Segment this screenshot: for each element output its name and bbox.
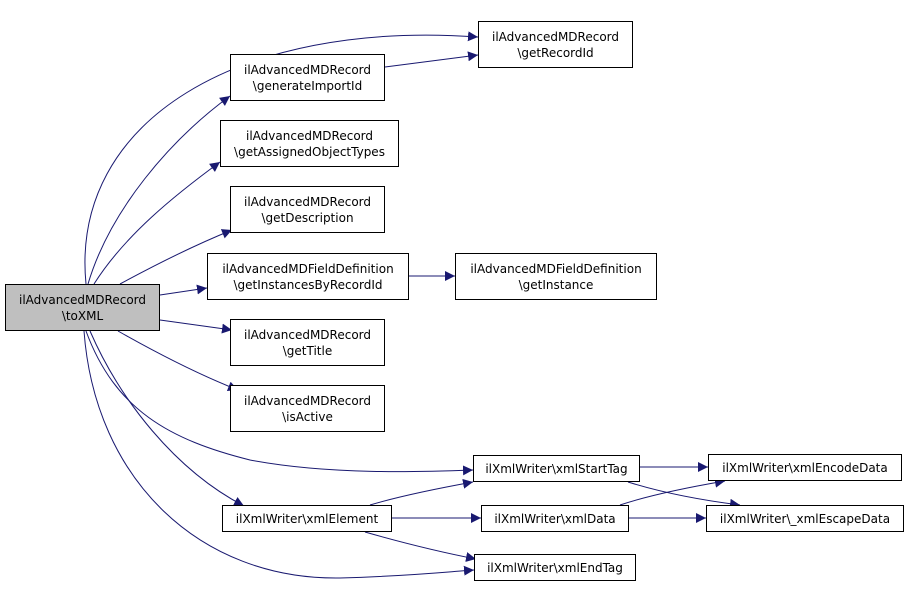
- node-gettitle[interactable]: ilAdvancedMDRecord \getTitle: [230, 319, 385, 366]
- node-getassignedobjecttypes[interactable]: ilAdvancedMDRecord \getAssignedObjectTyp…: [220, 120, 399, 167]
- node-getdescription-line-1: ilAdvancedMDRecord: [244, 194, 371, 209]
- edge-toxml-to-xmlelement: [89, 330, 245, 507]
- node-xmlelement[interactable]: ilXmlWriter\xmlElement: [222, 505, 392, 532]
- node-getrecordid-line-2: \getRecordId: [517, 45, 594, 60]
- node-getrecordid[interactable]: ilAdvancedMDRecord \getRecordId: [478, 21, 633, 68]
- node-generateimportid-line-2: \generateImportId: [252, 78, 363, 93]
- node-xmlstarttag[interactable]: ilXmlWriter\xmlStartTag: [473, 455, 640, 482]
- node-toxml-line-2: \toXML: [61, 308, 104, 323]
- edge-toxml-to-getinstancesbyrecordid: [159, 284, 208, 296]
- node-xmlencodedata[interactable]: ilXmlWriter\xmlEncodeData: [708, 454, 902, 481]
- node-getinstance-line-1: ilAdvancedMDFieldDefinition: [470, 261, 642, 276]
- node-getinstancesbyrecordid-line-1: ilAdvancedMDFieldDefinition: [222, 261, 394, 276]
- edge-xmlelement-to-xmlstarttag: [369, 478, 474, 506]
- node-isactive[interactable]: ilAdvancedMDRecord \isActive: [230, 385, 385, 432]
- node-toxml-line-1: ilAdvancedMDRecord: [19, 292, 146, 307]
- node-getinstance-line-2: \getInstance: [518, 277, 594, 292]
- node-gettitle-line-2: \getTitle: [282, 343, 333, 358]
- edge-toxml-to-getassignedobjecttypes: [93, 161, 221, 285]
- node-xmldata-line-1: ilXmlWriter\xmlData: [494, 511, 616, 526]
- edge-xmldata-to-xmlencodedata: [619, 477, 726, 506]
- node-xmlendtag-line-1: ilXmlWriter\xmlEndTag: [487, 560, 623, 575]
- edge-toxml-to-xmlstarttag: [85, 330, 474, 476]
- edge-generateimportid-to-getrecordid: [384, 51, 479, 68]
- node-getinstancesbyrecordid-line-2: \getInstancesByRecordId: [233, 277, 383, 292]
- node-generateimportid[interactable]: ilAdvancedMDRecord \generateImportId: [230, 54, 385, 101]
- node-xmlescapedata[interactable]: ilXmlWriter\_xmlEscapeData: [706, 505, 904, 532]
- node-toxml[interactable]: ilAdvancedMDRecord \toXML: [5, 284, 160, 331]
- node-getassignedobjecttypes-line-2: \getAssignedObjectTypes: [234, 144, 385, 159]
- node-getassignedobjecttypes-line-1: ilAdvancedMDRecord: [246, 128, 373, 143]
- node-xmlendtag[interactable]: ilXmlWriter\xmlEndTag: [474, 554, 636, 581]
- node-gettitle-line-1: ilAdvancedMDRecord: [244, 327, 371, 342]
- node-xmldata[interactable]: ilXmlWriter\xmlData: [481, 505, 629, 532]
- node-xmlstarttag-line-1: ilXmlWriter\xmlStartTag: [485, 461, 628, 476]
- edge-toxml-to-getdescription: [119, 229, 233, 285]
- edge-xmlelement-to-xmlendtag: [364, 531, 477, 562]
- node-getrecordid-line-1: ilAdvancedMDRecord: [492, 29, 619, 44]
- edge-toxml-to-gettitle: [159, 319, 233, 334]
- node-isactive-line-2: \isActive: [282, 409, 333, 424]
- node-getdescription-line-2: \getDescription: [261, 210, 354, 225]
- node-xmlelement-line-1: ilXmlWriter\xmlElement: [235, 511, 379, 526]
- node-getinstance[interactable]: ilAdvancedMDFieldDefinition \getInstance: [455, 253, 657, 300]
- edge-toxml-to-xmlendtag: [83, 330, 475, 579]
- edge-toxml-to-generateimportid: [87, 95, 231, 285]
- node-isactive-line-1: ilAdvancedMDRecord: [244, 393, 371, 408]
- node-generateimportid-line-1: ilAdvancedMDRecord: [244, 62, 371, 77]
- edge-xmlstarttag-to-xmlescapedata: [627, 481, 741, 509]
- node-xmlescapedata-line-1: ilXmlWriter\_xmlEscapeData: [719, 511, 891, 526]
- node-getdescription[interactable]: ilAdvancedMDRecord \getDescription: [230, 186, 385, 233]
- edge-toxml-to-getrecordid: [84, 31, 479, 285]
- node-xmlencodedata-line-1: ilXmlWriter\xmlEncodeData: [722, 460, 888, 475]
- node-getinstancesbyrecordid[interactable]: ilAdvancedMDFieldDefinition \getInstance…: [207, 253, 409, 300]
- edge-toxml-to-isactive: [117, 330, 239, 391]
